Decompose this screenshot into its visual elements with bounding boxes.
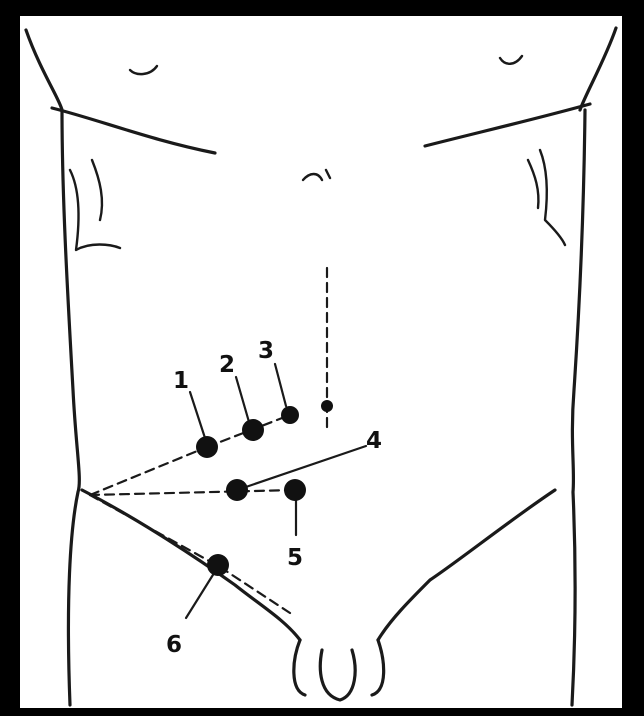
label-5: 5	[287, 545, 303, 571]
point-6-dot	[207, 554, 229, 576]
label-6: 6	[166, 632, 182, 658]
point-2-dot	[242, 419, 264, 441]
navel-dot	[321, 400, 333, 412]
point-5-dot	[284, 479, 306, 501]
label-3: 3	[258, 338, 274, 364]
label-1: 1	[173, 368, 189, 394]
point-4-dot	[226, 479, 248, 501]
label-4: 4	[366, 428, 382, 454]
point-1-dot	[196, 436, 218, 458]
label-2: 2	[219, 352, 235, 378]
point-3-dot	[281, 406, 299, 424]
